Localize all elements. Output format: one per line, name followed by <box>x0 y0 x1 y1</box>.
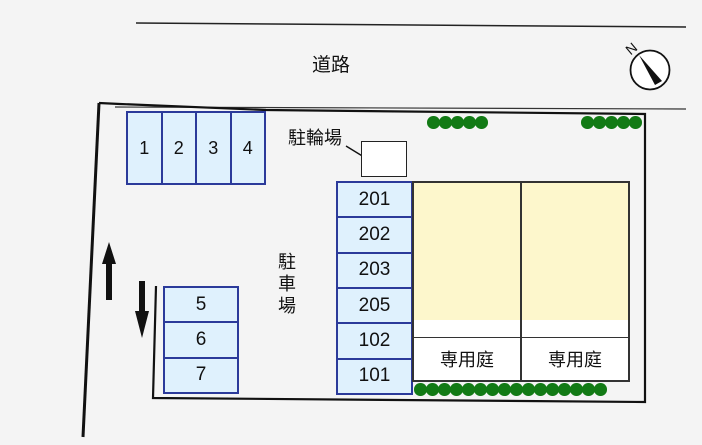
parking-stall[interactable]: 1 <box>126 111 163 185</box>
shrub-icon <box>475 116 488 129</box>
unit-house-area <box>414 183 520 321</box>
unit-right: 専用庭 <box>521 183 628 380</box>
unit-left: 専用庭 <box>414 183 521 380</box>
hedge-top-left <box>427 116 488 129</box>
shrub-icon <box>438 383 451 396</box>
parking-stall[interactable]: 7 <box>163 356 239 394</box>
arrow-down-icon <box>134 281 150 343</box>
shrub-icon <box>450 383 463 396</box>
shrub-icon <box>570 383 583 396</box>
shrub-icon <box>486 383 499 396</box>
shrub-icon <box>522 383 535 396</box>
north-arrow-icon: N <box>622 38 672 94</box>
parking-stalls-units: 201 202 203 205 102 101 <box>336 181 413 395</box>
shrub-icon <box>534 383 547 396</box>
shrub-icon <box>427 116 440 129</box>
parking-stall[interactable]: 5 <box>163 286 239 324</box>
parking-stall[interactable]: 203 <box>336 251 413 289</box>
private-garden: 専用庭 <box>414 338 520 380</box>
shrub-icon <box>629 116 642 129</box>
shrub-icon <box>617 116 630 129</box>
parking-stall[interactable]: 102 <box>336 322 413 360</box>
parking-stall[interactable]: 2 <box>160 111 197 185</box>
site-outline <box>98 101 647 404</box>
shrub-icon <box>581 116 594 129</box>
shrub-icon <box>414 383 427 396</box>
building: 専用庭 専用庭 <box>412 181 630 382</box>
shrub-icon <box>558 383 571 396</box>
parking-stalls-left: 5 6 7 <box>163 286 239 394</box>
shrub-icon <box>462 383 475 396</box>
parking-lot-label: 駐車場 <box>278 252 296 317</box>
shrub-icon <box>463 116 476 129</box>
unit-house-area <box>522 183 628 321</box>
hedge-bottom <box>414 383 607 396</box>
unit-strip <box>522 320 628 338</box>
shrub-icon <box>593 116 606 129</box>
shrub-icon <box>510 383 523 396</box>
shrub-icon <box>594 383 607 396</box>
shrub-icon <box>474 383 487 396</box>
road-label: 道路 <box>312 54 351 76</box>
parking-stall[interactable]: 201 <box>336 181 413 219</box>
bicycle-parking-area <box>361 141 407 177</box>
parking-stall[interactable]: 101 <box>336 357 413 395</box>
parking-stall[interactable]: 202 <box>336 216 413 254</box>
parking-stall[interactable]: 6 <box>163 321 239 359</box>
private-garden: 専用庭 <box>522 338 628 380</box>
shrub-icon <box>451 116 464 129</box>
road-edge-top <box>135 22 687 28</box>
bicycle-parking-label: 駐輪場 <box>288 128 342 149</box>
parking-stall[interactable]: 205 <box>336 286 413 325</box>
hedge-top-right <box>581 116 642 129</box>
parking-stalls-top: 1 2 3 4 <box>126 111 266 185</box>
shrub-icon <box>582 383 595 396</box>
unit-strip <box>414 320 520 338</box>
shrub-icon <box>439 116 452 129</box>
left-boundary <box>81 102 101 438</box>
arrow-up-icon <box>101 242 117 306</box>
shrub-icon <box>498 383 511 396</box>
shrub-icon <box>605 116 618 129</box>
parking-stall[interactable]: 3 <box>195 111 232 185</box>
shrub-icon <box>426 383 439 396</box>
parking-stall[interactable]: 4 <box>229 111 266 185</box>
shrub-icon <box>546 383 559 396</box>
